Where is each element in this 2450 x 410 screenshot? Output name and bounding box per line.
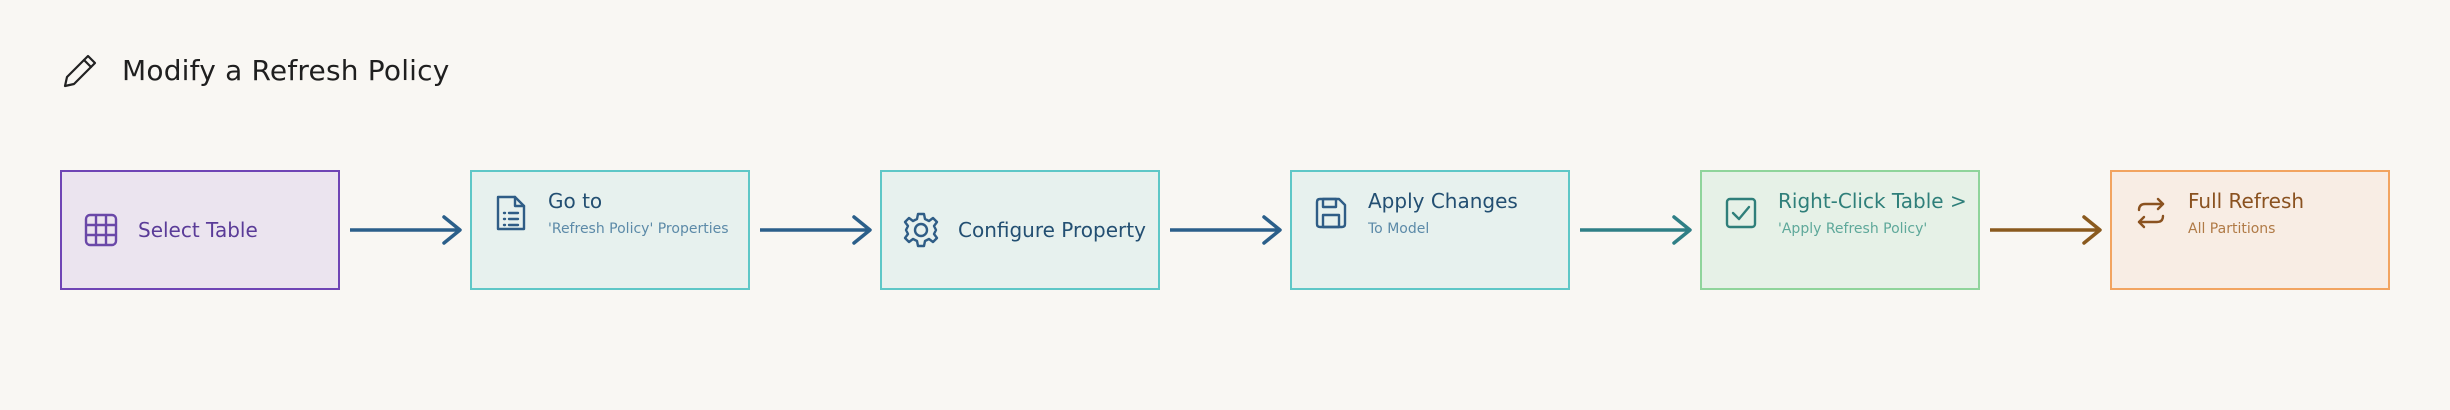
step-label: Full Refresh — [2188, 189, 2305, 213]
document-list-icon — [490, 192, 532, 234]
page-title: Modify a Refresh Policy — [122, 53, 450, 87]
step-label: Configure Property — [958, 218, 1146, 242]
step-go-to[interactable]: Go to 'Refresh Policy' Properties — [470, 170, 750, 290]
arrow-4 — [1580, 215, 1692, 245]
header: Modify a Refresh Policy — [60, 46, 450, 94]
step-right-click-table[interactable]: Right-Click Table > 'Apply Refresh Polic… — [1700, 170, 1980, 290]
refresh-icon — [2130, 192, 2172, 234]
step-sublabel: To Model — [1368, 221, 1430, 237]
step-sublabel: 'Refresh Policy' Properties — [548, 221, 729, 237]
step-label: Go to — [548, 189, 603, 213]
step-select-table[interactable]: Select Table — [60, 170, 340, 290]
step-sublabel: 'Apply Refresh Policy' — [1778, 221, 1928, 237]
step-apply-changes[interactable]: Apply Changes To Model — [1290, 170, 1570, 290]
step-label: Right-Click Table > — [1778, 189, 1967, 213]
step-label: Apply Changes — [1368, 189, 1518, 213]
gear-icon — [900, 209, 942, 251]
step-label: Select Table — [138, 218, 258, 242]
checkbox-icon — [1720, 192, 1762, 234]
arrow-3 — [1170, 215, 1282, 245]
step-configure-property[interactable]: Configure Property — [880, 170, 1160, 290]
table-grid-icon — [80, 209, 122, 251]
step-full-refresh[interactable]: Full Refresh All Partitions — [2110, 170, 2390, 290]
pencil-icon — [60, 49, 102, 91]
save-icon — [1310, 192, 1352, 234]
arrow-2 — [760, 215, 872, 245]
arrow-1 — [350, 215, 462, 245]
arrow-5 — [1990, 215, 2102, 245]
step-sublabel: All Partitions — [2188, 221, 2276, 237]
